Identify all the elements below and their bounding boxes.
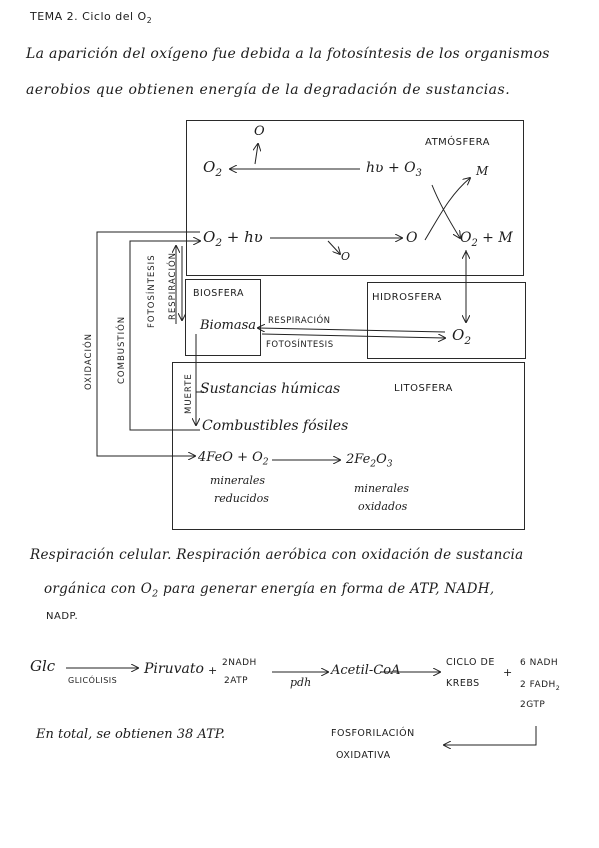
- plus-1: +: [208, 664, 218, 677]
- arrow-fosforilacion: [444, 726, 537, 745]
- fotosintesis-label: FOTOSÍNTESIS: [266, 340, 334, 350]
- gtp-2: 2GTP: [520, 700, 546, 710]
- o2-left: O2: [203, 158, 222, 179]
- arrow-small-o: [327, 240, 340, 254]
- respiracion-line-3: NADP.: [46, 611, 79, 622]
- arrow-combustion: [129, 241, 200, 431]
- o-mid: O: [406, 230, 418, 246]
- fadh-2: 2 FADH2: [520, 680, 561, 692]
- respiracion-line-1: Respiración celular. Respiración aeróbic…: [30, 547, 524, 563]
- minerales-oxidados-1: minerales: [354, 482, 410, 495]
- respiracion-line-2: orgánica con O2 para generar energía en …: [44, 581, 495, 600]
- hv-o3: hʋ + O3: [366, 160, 422, 179]
- sustancias-humicas: Sustancias húmicas: [200, 381, 341, 397]
- intro-line-1: La aparición del oxígeno fue debida a la…: [26, 46, 550, 62]
- nadh-6: 6 NADH: [520, 658, 559, 668]
- arrow-fotosintesis: [261, 333, 445, 338]
- ciclo-de: CICLO DE: [446, 657, 495, 668]
- acetil-coa: Acetil-CoA: [331, 663, 401, 678]
- atmosfera-label: ATMÓSFERA: [425, 137, 490, 148]
- piruvato: Piruvato: [144, 661, 204, 677]
- nadh-2: 2NADH: [222, 658, 257, 668]
- fosforilacion-1: FOSFORILACIÓN: [331, 728, 415, 739]
- intro-line-2: aerobios que obtienen energía de la degr…: [26, 82, 511, 98]
- atmosfera-box: [186, 120, 524, 276]
- hidrosfera-box: [367, 282, 526, 359]
- muerte-vertical: MUERTE: [184, 373, 194, 414]
- o2-hv: O2 + hʋ: [203, 228, 263, 249]
- atp-2: 2ATP: [224, 676, 249, 686]
- pdh-label: pdh: [290, 676, 312, 689]
- minerales-reducidos-1: minerales: [210, 474, 266, 487]
- fosforilacion-2: OXIDATIVA: [336, 750, 391, 761]
- total-atp: En total, se obtienen 38 ATP.: [36, 727, 226, 742]
- biosfera-label: BIOSFERA: [193, 288, 245, 299]
- o2-hidrosfera: O2: [452, 326, 471, 347]
- glucolisis-label: GLICÓLISIS: [68, 676, 118, 685]
- respiracion-label: RESPIRACIÓN: [268, 316, 331, 326]
- oxidacion-vertical: OXIDACIÓN: [84, 332, 94, 390]
- o-small: O: [341, 250, 351, 263]
- glc: Glc: [30, 657, 56, 675]
- arrow-o-to-m: [424, 178, 470, 241]
- biomasa: Biomasa: [200, 318, 257, 333]
- respiracion-vertical: RESPIRACIÓN: [168, 251, 178, 320]
- arrow-respiracion: [258, 328, 446, 333]
- litosfera-box: [172, 362, 525, 530]
- arrow-o2-up-o: [255, 144, 258, 165]
- minerales-oxidados-2: oxidados: [358, 500, 408, 513]
- litosfera-label: LITOSFERA: [394, 383, 453, 394]
- m-top: M: [476, 164, 489, 178]
- fotosintesis-vertical: FOTOSÍNTESIS: [147, 254, 157, 328]
- krebs: KREBS: [446, 678, 480, 689]
- o-top: O: [254, 124, 265, 139]
- arrow-oxidacion: [96, 231, 200, 456]
- fe2o3: 2Fe2O3: [346, 452, 393, 470]
- hidrosfera-label: HIDROSFERA: [372, 292, 442, 303]
- combustion-vertical: COMBUSTIÓN: [117, 315, 127, 384]
- feo: 4FeO + O2: [198, 450, 269, 468]
- minerales-reducidos-2: reducidos: [214, 492, 269, 505]
- page-title: TEMA 2. Ciclo del O2: [30, 10, 153, 26]
- combustibles-fosiles: Combustibles fósiles: [202, 418, 349, 434]
- o2-m: O2 + M: [460, 230, 513, 249]
- arrow-o3-to-o2m: [431, 184, 460, 238]
- plus-2: +: [503, 666, 513, 679]
